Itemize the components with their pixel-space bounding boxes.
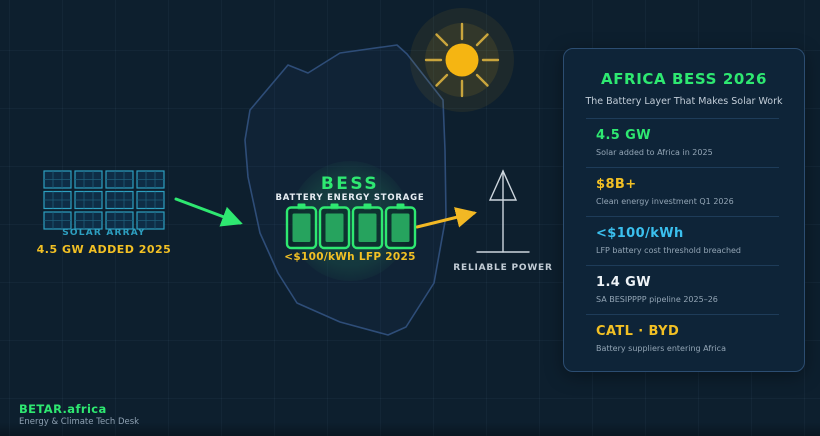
solar-panel-grid	[43, 170, 165, 230]
solar-panel-icon	[136, 170, 165, 189]
battery-icon	[351, 203, 384, 250]
stats-card: AFRICA BESS 2026 The Battery Layer That …	[563, 48, 805, 372]
card-title: AFRICA BESS 2026	[600, 70, 767, 88]
stat-row: 4.5 GW Solar added to Africa in 2025	[586, 118, 779, 167]
solar-array-caption: 4.5 GW ADDED 2025	[36, 243, 172, 256]
stat-label: Battery suppliers entering Africa	[596, 344, 726, 353]
bess-title: BESS	[320, 174, 380, 194]
battery-icon	[384, 203, 417, 250]
solar-panel-icon	[105, 170, 134, 189]
solar-array-label: SOLAR ARRAY	[62, 228, 146, 238]
solar-panel-icon	[74, 190, 103, 210]
stat-value: <$100/kWh	[596, 226, 684, 241]
stat-value: 1.4 GW	[596, 275, 651, 290]
stat-row: $8B+ Clean energy investment Q1 2026	[586, 167, 779, 216]
bess-to-grid-arrow	[415, 207, 477, 229]
stat-value: 4.5 GW	[596, 128, 651, 143]
card-subtitle: The Battery Layer That Makes Solar Work	[585, 96, 783, 107]
battery-icon	[318, 203, 351, 250]
solar-panel-icon	[43, 211, 72, 230]
bess-subtitle: BATTERY ENERGY STORAGE	[275, 193, 425, 203]
solar-panel-icon	[105, 211, 134, 230]
sun-icon	[410, 8, 514, 112]
bess-cost-badge: <$100/kWh LFP 2025	[284, 251, 416, 263]
stat-label: Clean energy investment Q1 2026	[596, 197, 734, 206]
solar-to-bess-arrow	[174, 197, 243, 227]
reliable-power-label: RELIABLE POWER	[453, 263, 553, 273]
transmission-tower-icon	[476, 169, 530, 253]
solar-panel-icon	[74, 211, 103, 230]
stat-label: SA BESIPPPP pipeline 2025–26	[596, 295, 718, 304]
stat-row: CATL · BYD Battery suppliers entering Af…	[586, 314, 779, 363]
brand-logo: BETAR.africa	[19, 402, 107, 416]
solar-panel-icon	[105, 190, 134, 210]
battery-icon	[285, 203, 318, 250]
solar-panel-icon	[136, 211, 165, 230]
solar-panel-icon	[43, 190, 72, 210]
stat-label: LFP battery cost threshold breached	[596, 246, 742, 255]
brand-tagline: Energy & Climate Tech Desk	[19, 417, 140, 427]
battery-bank	[285, 203, 417, 250]
stat-row: 1.4 GW SA BESIPPPP pipeline 2025–26	[586, 265, 779, 314]
stat-row: <$100/kWh LFP battery cost threshold bre…	[586, 216, 779, 265]
stat-value: CATL · BYD	[596, 324, 680, 339]
solar-panel-icon	[136, 190, 165, 210]
solar-panel-icon	[43, 170, 72, 189]
stat-label: Solar added to Africa in 2025	[596, 148, 713, 157]
stat-value: $8B+	[596, 177, 637, 192]
solar-panel-icon	[74, 170, 103, 189]
